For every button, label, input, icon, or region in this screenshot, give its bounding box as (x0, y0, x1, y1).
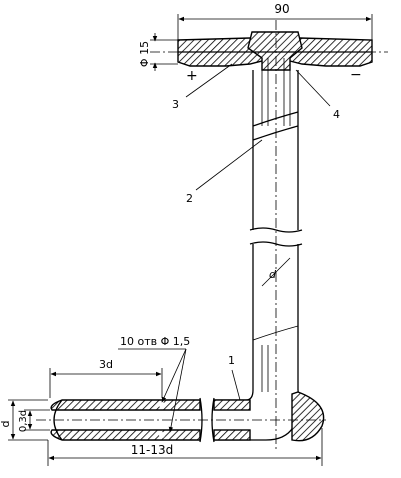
dim-phi15-label: Φ 15 (138, 41, 151, 67)
dimension-11-13d: 11-13d (47, 428, 323, 466)
break-upper (249, 227, 303, 233)
elbow-inner (214, 389, 254, 401)
vertical-tube: d (249, 70, 303, 392)
dim-3d-label: 3d (99, 358, 113, 371)
callout-2-label: 2 (186, 192, 193, 205)
callout-4-label: 4 (333, 108, 340, 121)
break-lower (249, 241, 303, 247)
dim-11-13d-label: 11-13d (131, 443, 174, 457)
dim-0-3d-label: 0,3d (18, 410, 29, 432)
dim-90-label: 90 (274, 2, 289, 16)
dim-d-label: d (0, 421, 12, 428)
tip-wall-top (50, 399, 201, 411)
tube-wall-top-right (213, 399, 251, 411)
tube-wall-bottom-right (213, 429, 251, 441)
head-center-boss (247, 31, 303, 71)
end-cap (291, 391, 325, 442)
callout-3: 3 (172, 63, 233, 111)
callout-1: 1 (228, 354, 241, 401)
elbow-and-tip (36, 389, 326, 443)
section-cut (261, 257, 291, 287)
tip-wall-bottom (50, 429, 201, 441)
dimension-90: 90 (177, 2, 373, 40)
dimension-3d: 3d (49, 358, 163, 398)
holes-note-label: 10 отв Φ 1,5 (120, 335, 190, 348)
callout-1-label: 1 (228, 354, 235, 367)
callout-2: 2 (186, 139, 263, 205)
plus-sign: + (186, 68, 198, 84)
callout-4: 4 (295, 69, 340, 121)
dimension-phi15: Φ 15 (138, 33, 178, 71)
minus-sign: − (350, 67, 362, 83)
dimension-0-3d: 0,3d (18, 409, 50, 432)
wrap-top (252, 111, 299, 127)
probe-head (150, 20, 388, 450)
dimension-d: d (0, 399, 48, 441)
wrap-mid (252, 125, 299, 141)
section-mark: d (269, 268, 277, 281)
holes-note: 10 отв Φ 1,5 (118, 335, 190, 433)
callout-3-label: 3 (172, 98, 179, 111)
